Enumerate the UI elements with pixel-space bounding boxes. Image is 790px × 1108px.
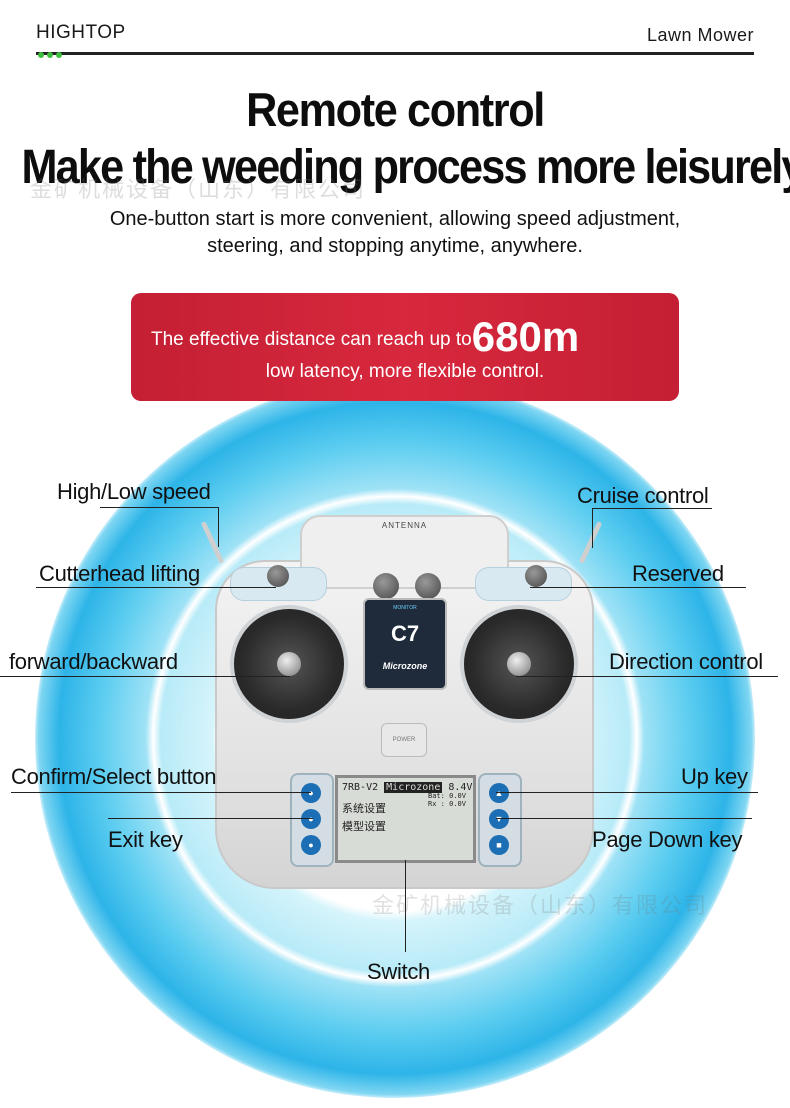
product-name: Lawn Mower (646, 25, 754, 45)
leader-exit-key (108, 818, 313, 819)
leader-high-low-speed (100, 507, 218, 508)
header-divider (36, 52, 754, 55)
right-joystick[interactable] (460, 605, 578, 723)
banner-text: The effective distance can reach up to (151, 329, 472, 350)
leader-up-key (496, 792, 758, 793)
left-joystick[interactable] (230, 605, 348, 723)
brand-dots (38, 52, 62, 58)
screen-menu-1: 系统设置 (342, 802, 386, 815)
lock-key[interactable]: ■ (489, 835, 509, 855)
up-key[interactable]: ▲ (489, 783, 509, 803)
callout-confirm-select: Confirm/Select button (11, 764, 217, 789)
monitor-label: MONITOR (393, 605, 417, 611)
callout-cruise-control: Cruise control (577, 483, 709, 508)
callout-up-key: Up key (681, 764, 748, 789)
watermark-top: 金矿机械设备（山东）有限公司 (30, 177, 367, 202)
model-name: C7 (390, 621, 420, 646)
page-subtitle: One-button start is more convenient, all… (0, 206, 790, 260)
lcd-screen: 7RB-V2 Microzone 8.4V 系统设置 模型设置 Bat: 0.0… (335, 775, 476, 863)
callout-direction-control: Direction control (609, 649, 763, 674)
callout-high-low-speed: High/Low speed (57, 479, 211, 504)
leader-switch (405, 860, 406, 952)
left-antenna (200, 521, 225, 564)
knob-left[interactable] (373, 573, 399, 599)
knob-right[interactable] (415, 573, 441, 599)
brand-name: HIGHTOP (36, 22, 126, 43)
watermark: 金矿机械设备（山东）有限公司 (372, 893, 709, 918)
toggle-switch-b[interactable] (525, 565, 547, 587)
callout-forward-backward: forward/backward (9, 649, 178, 674)
callout-reserved: Reserved (632, 561, 724, 586)
subtitle-line-1: One-button start is more convenient, all… (109, 208, 681, 230)
leader-direction-control (516, 676, 778, 677)
leader-high-low-speed-v (218, 507, 219, 547)
callout-page-down-key: Page Down key (592, 827, 743, 852)
callout-switch: Switch (367, 959, 430, 984)
screen-header: 7RB-V2 Microzone 8.4V (342, 782, 473, 793)
remote-controller: ANTENNA MONITOR C7 Microzone POWER 7RB-V… (200, 505, 603, 890)
antenna-label: ANTENNA (381, 521, 428, 530)
page-tagline: Make the weeding process more leisurely (21, 141, 790, 194)
leader-cutterhead-lifting (36, 587, 276, 588)
monitor-key[interactable]: ● (301, 835, 321, 855)
subtitle-line-2: steering, and stopping anytime, anywhere… (207, 235, 583, 257)
leader-forward-backward (0, 676, 290, 677)
leader-reserved (530, 587, 746, 588)
left-keypad: ● ● ● (290, 773, 334, 867)
switch-panel-right (475, 567, 572, 601)
leader-page-down-key (496, 818, 752, 819)
page-down-key[interactable]: ▼ (489, 809, 509, 829)
antenna-housing: ANTENNA (300, 515, 509, 589)
banner-distance: 680m (471, 313, 580, 360)
leader-cruise-control (592, 508, 712, 509)
banner-line-2: low latency, more flexible control. (265, 361, 545, 382)
exit-key[interactable]: ● (301, 809, 321, 829)
right-keypad: ▲ ▼ ■ (478, 773, 522, 867)
left-stick-knob[interactable] (277, 652, 301, 676)
confirm-select-key[interactable]: ● (301, 783, 321, 803)
page-title: Remote control (246, 83, 545, 136)
callout-exit-key: Exit key (108, 827, 183, 852)
leader-confirm-select (11, 792, 311, 793)
controller-brand: Microzone (382, 661, 428, 671)
monitor-display: MONITOR C7 Microzone (363, 598, 447, 690)
screen-voltages: Bat: 0.0V Rx : 0.0V (428, 792, 466, 808)
toggle-switch-a[interactable] (267, 565, 289, 587)
right-antenna (578, 521, 603, 564)
leader-cruise-control-v (592, 508, 593, 548)
right-stick-knob[interactable] (507, 652, 531, 676)
callout-cutterhead-lifting: Cutterhead lifting (39, 561, 200, 586)
power-button[interactable]: POWER (381, 723, 427, 757)
distance-banner: The effective distance can reach up to68… (131, 293, 679, 401)
screen-menu-2: 模型设置 (342, 820, 386, 833)
banner-line-1: The effective distance can reach up to68… (151, 313, 579, 361)
